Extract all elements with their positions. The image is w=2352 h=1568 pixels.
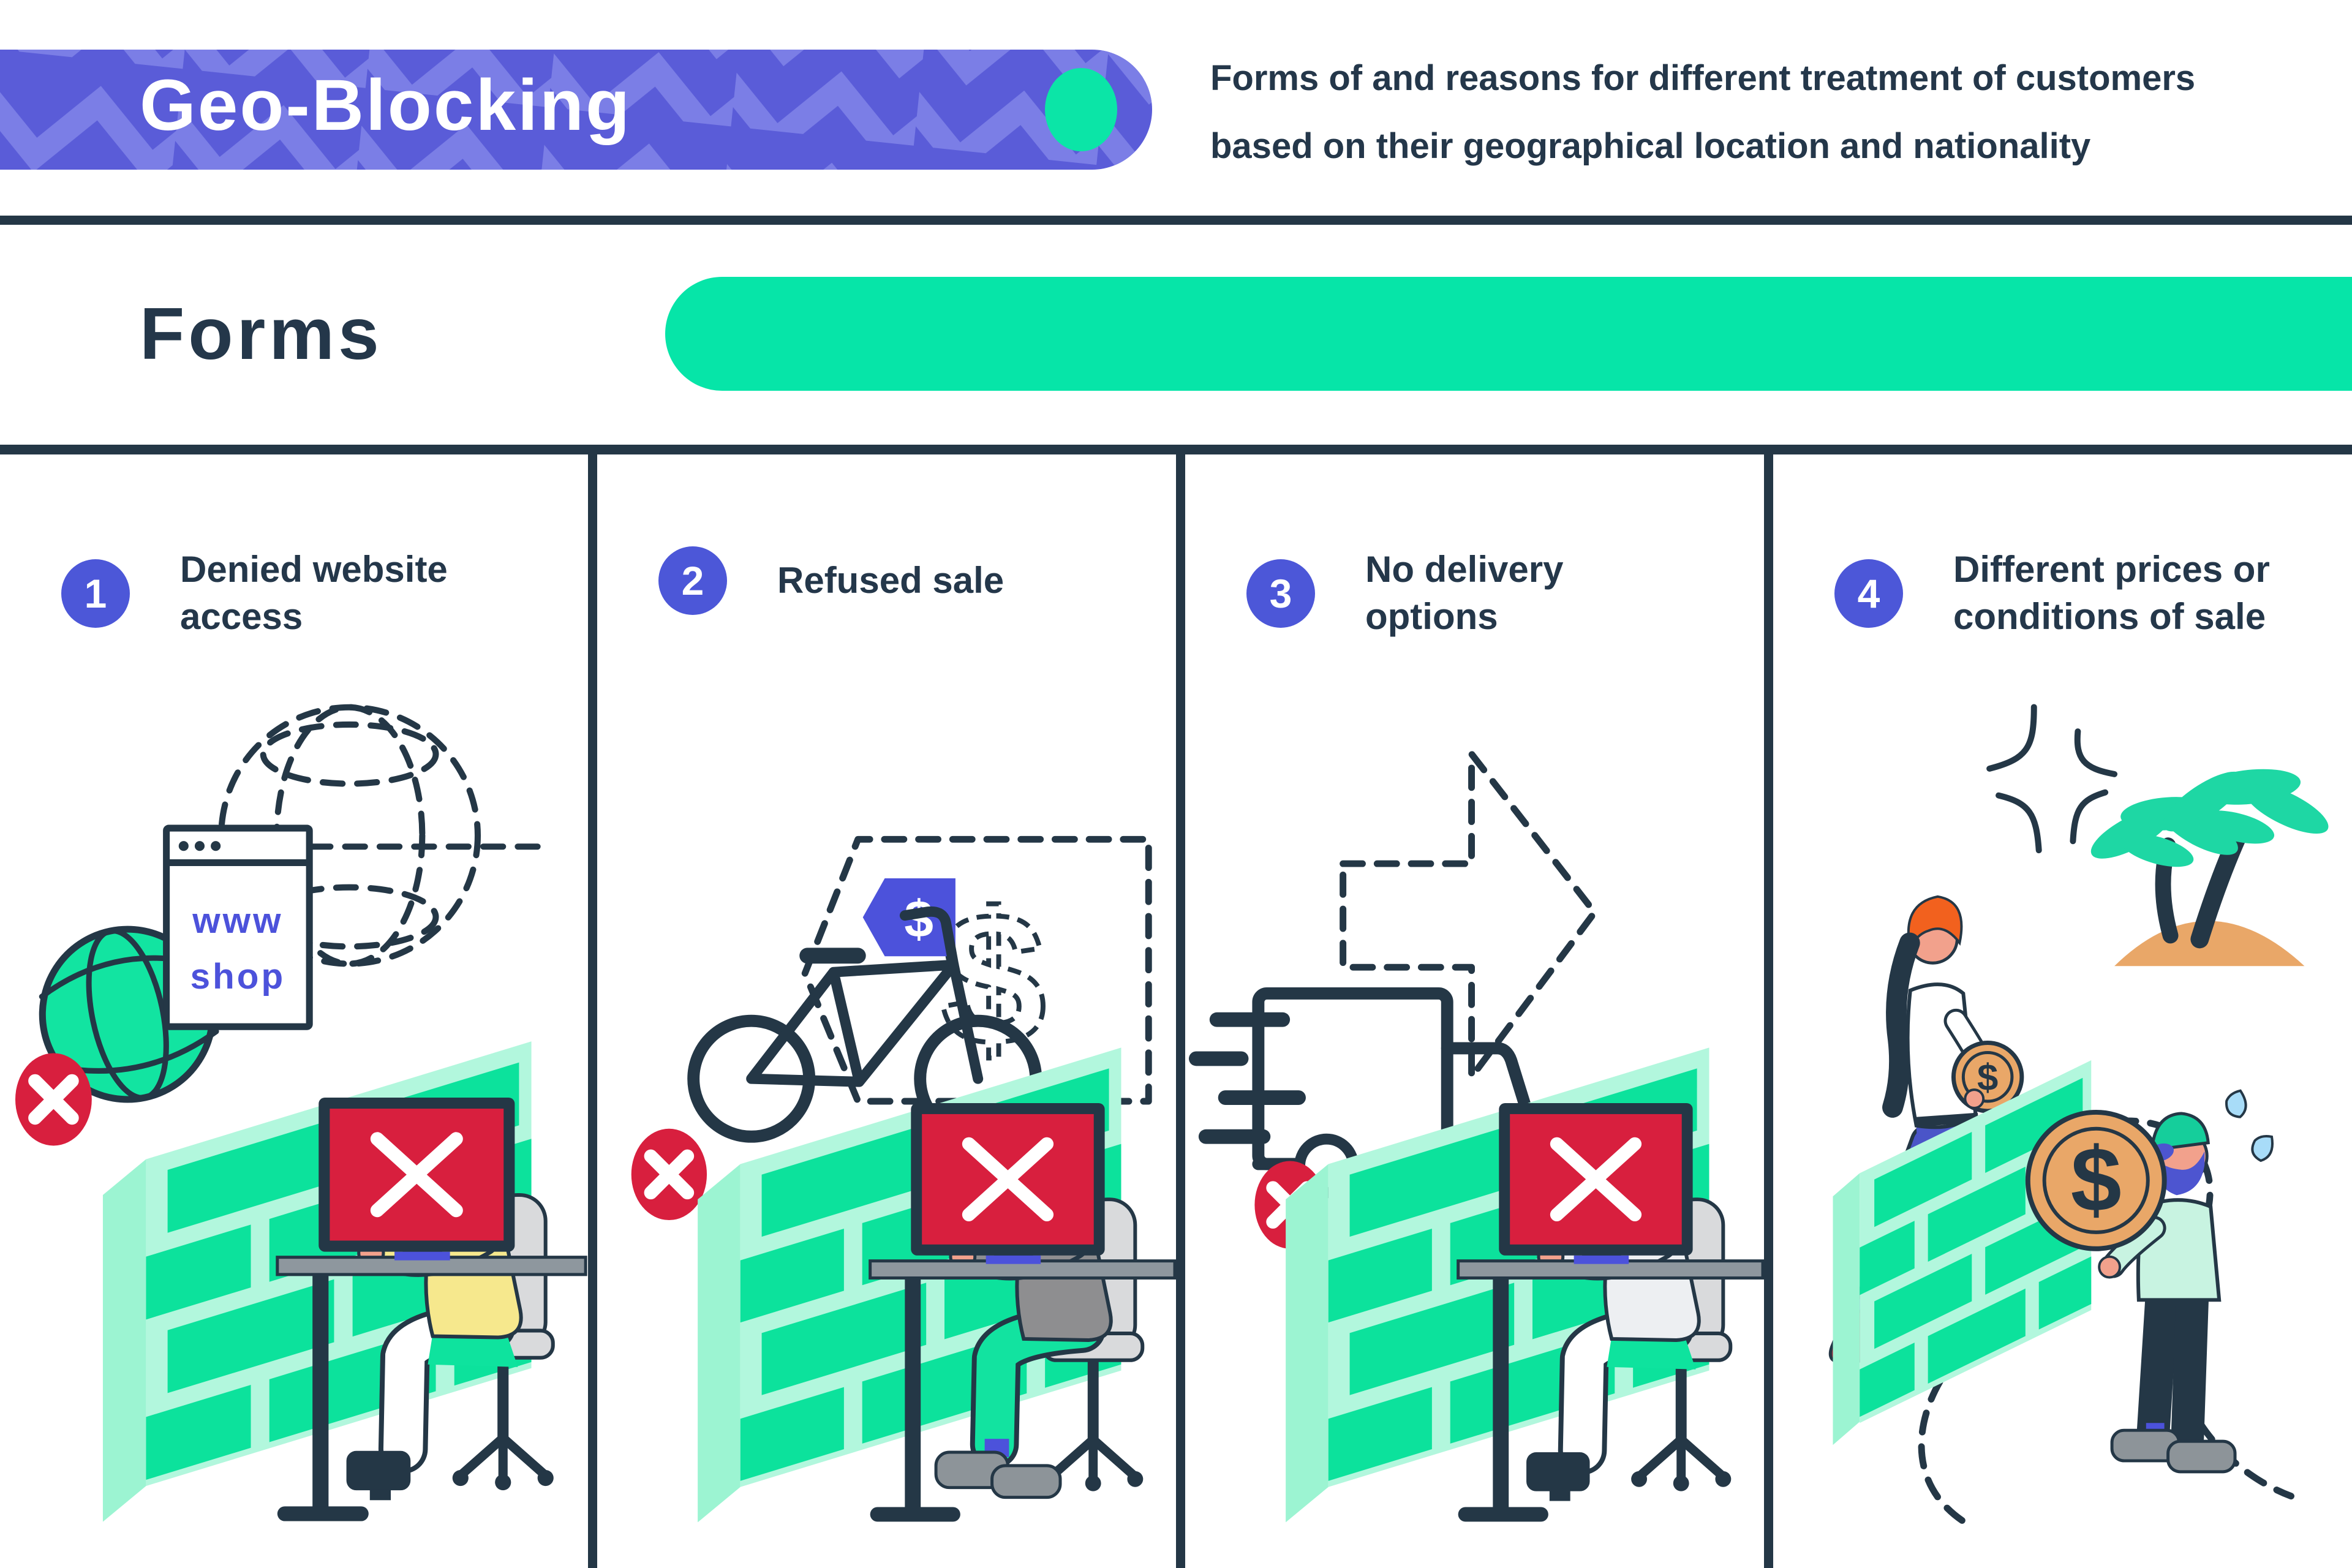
no-delivery-illustration bbox=[1185, 638, 1764, 1568]
page-title: Geo-Blocking bbox=[140, 65, 632, 146]
svg-text:$: $ bbox=[2071, 1128, 2122, 1231]
monitor-blocked-icon bbox=[911, 1103, 1105, 1264]
refused-sale-illustration: $ $ bbox=[597, 638, 1176, 1568]
sparkle-icon bbox=[1986, 704, 2118, 854]
blocked-website-illustration: www shop bbox=[0, 638, 588, 1568]
dashed-arrow-icon bbox=[1340, 750, 1598, 1080]
column-3-header: 3 No delivery options bbox=[1185, 454, 1764, 641]
column-3-title: No delivery options bbox=[1365, 549, 1564, 637]
monitor-blocked-icon bbox=[318, 1097, 515, 1261]
sneaker-icon bbox=[990, 1464, 1062, 1499]
skirt-shape bbox=[428, 1330, 518, 1367]
beard-shape bbox=[2157, 1151, 2205, 1196]
column-refused-sale: 2 Refused sale $ $ bbox=[588, 454, 1176, 1568]
column-2-header: 2 Refused sale bbox=[597, 454, 1176, 615]
palm-island-icon bbox=[2090, 769, 2329, 967]
section-title: Forms bbox=[140, 293, 383, 375]
subtitle-line-1: Forms of and reasons for different treat… bbox=[1210, 58, 2196, 98]
browser-text-shop: shop bbox=[190, 957, 286, 997]
page-subtitle: Forms of and reasons for different treat… bbox=[1210, 44, 2195, 180]
header-banner: Geo-Blocking bbox=[0, 50, 1152, 170]
monitor-blocked-icon bbox=[1499, 1103, 1693, 1264]
sneaker-icon bbox=[2166, 1439, 2237, 1474]
subtitle-line-2: based on their geographical location and… bbox=[1210, 126, 2091, 166]
column-1-title: Denied website access bbox=[180, 549, 448, 637]
column-4-header: 4 Different prices or conditions of sale bbox=[1773, 454, 2352, 641]
sweat-drops-icon bbox=[2225, 1089, 2274, 1163]
person-at-desk-scene bbox=[276, 1097, 587, 1521]
person-at-desk-scene bbox=[1457, 1103, 1764, 1522]
column-denied-website-access: 1 Denied website access bbox=[0, 454, 588, 1568]
braid-shape bbox=[1882, 932, 1920, 1118]
beanie-icon bbox=[2150, 1112, 2210, 1152]
number-badge-3: 3 bbox=[1246, 559, 1315, 628]
hand-shape bbox=[1964, 1088, 1985, 1109]
boot-icon bbox=[346, 1450, 411, 1491]
horizontal-divider-bottom bbox=[0, 445, 2352, 454]
hand-shape bbox=[2098, 1255, 2121, 1279]
hair-shape bbox=[1907, 895, 1963, 954]
section-green-bar bbox=[665, 277, 2352, 391]
chevron-pattern bbox=[0, 50, 1152, 170]
horizontal-divider-top bbox=[0, 216, 2352, 225]
boot-icon bbox=[1526, 1452, 1590, 1491]
person-at-desk-scene bbox=[869, 1103, 1176, 1522]
blocked-x-icon bbox=[15, 1053, 92, 1146]
column-4-title: Different prices or conditions of sale bbox=[1953, 549, 2270, 637]
browser-text-www: www bbox=[192, 901, 283, 941]
man-with-coin-icon: $ bbox=[2025, 1089, 2274, 1474]
column-1-header: 1 Denied website access bbox=[0, 454, 588, 641]
blocked-x-icon bbox=[631, 1128, 707, 1221]
browser-window-icon: www shop bbox=[163, 824, 313, 1030]
column-no-delivery-options: 3 No delivery options bbox=[1176, 454, 1764, 1568]
forms-columns: 1 Denied website access bbox=[0, 454, 2352, 1568]
different-prices-illustration: $ bbox=[1773, 638, 2352, 1568]
number-badge-2: 2 bbox=[658, 546, 727, 615]
number-badge-4: 4 bbox=[1834, 559, 1903, 628]
big-coin-icon: $ bbox=[2025, 1109, 2167, 1251]
column-different-prices: 4 Different prices or conditions of sale bbox=[1764, 454, 2352, 1568]
skirt-shape bbox=[1607, 1333, 1696, 1370]
number-badge-1: 1 bbox=[61, 559, 130, 628]
column-2-title: Refused sale bbox=[777, 559, 1005, 601]
green-dot-icon bbox=[1045, 68, 1117, 151]
